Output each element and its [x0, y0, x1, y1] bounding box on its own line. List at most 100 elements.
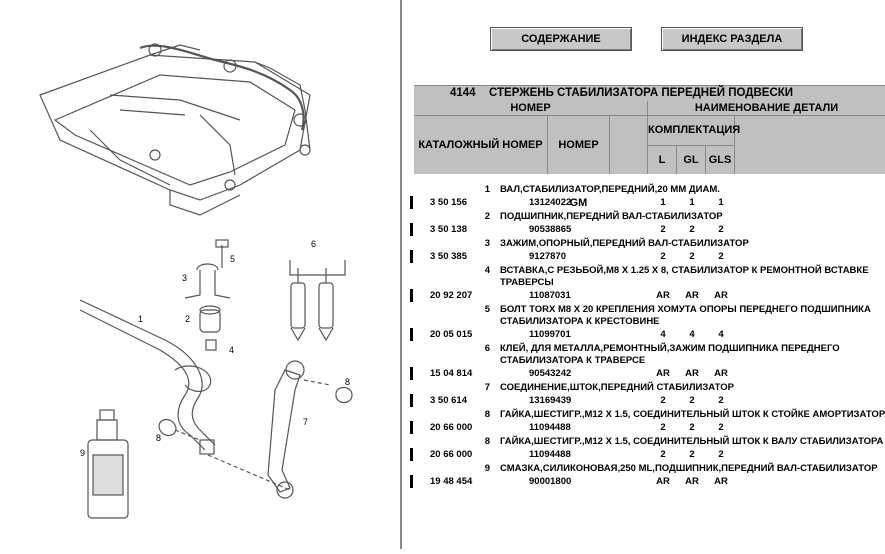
gm-number-header: НОМЕР GM [548, 116, 610, 209]
section-code: 4144 [450, 87, 476, 99]
catalog-number: 3 50 138 [430, 224, 467, 235]
blank-header [610, 116, 648, 174]
qty-gl: AR [685, 368, 699, 379]
catalog-number: 15 04 814 [430, 368, 473, 379]
qty-l: 2 [660, 422, 666, 433]
qty-gls: 2 [718, 224, 724, 235]
part-description: ВАЛ,СТАБИЛИЗАТОР,ПЕРЕДНИЙ,20 ММ ДИАМ. [500, 184, 720, 195]
qty-gls: 2 [718, 251, 724, 262]
item-number: 8 [484, 436, 490, 447]
number-group-header: НОМЕР [414, 101, 648, 115]
qty-gls: 2 [718, 449, 724, 460]
part-number-row[interactable]: 15 04 814 90543242 AR AR AR [410, 367, 885, 380]
catalog-number: 20 66 000 [430, 449, 473, 460]
svg-text:7: 7 [303, 417, 308, 427]
part-description-row: 4 ВСТАВКА,С РЕЗЬБОЙ,M8 X 1.25 X 8, СТАБИЛ… [410, 265, 885, 289]
svg-text:6: 6 [311, 239, 316, 249]
part-description: ГАЙКА,ШЕСТИГР.,M12 X 1.5, СОЕДИНИТЕЛЬНЫЙ… [500, 436, 884, 447]
part-description-row: 7 СОЕДИНЕНИЕ,ШТОК,ПЕРЕДНИЙ СТАБИЛИЗАТОР [410, 382, 885, 394]
row-marker [410, 421, 413, 434]
exploded-diagram: 1 2 3 4 5 6 7 8 8 9 [0, 0, 400, 549]
trim-l-header: L [648, 146, 677, 174]
qty-gls: 2 [718, 395, 724, 406]
row-marker [410, 475, 413, 488]
catalog-number: 3 50 614 [430, 395, 467, 406]
row-marker [410, 367, 413, 380]
catalog-number: 19 48 454 [430, 476, 473, 487]
row-marker [410, 448, 413, 461]
pane-divider [400, 0, 402, 549]
qty-l: AR [656, 290, 670, 301]
item-number: 1 [484, 184, 490, 195]
part-description-row: 6 КЛЕЙ, ДЛЯ МЕТАЛЛА,РЕМОНТНЫЙ,ЗАЖИМ ПОДШИ… [410, 343, 885, 367]
part-description: ВСТАВКА,С РЕЗЬБОЙ,M8 X 1.25 X 8, СТАБИЛИ… [500, 265, 869, 288]
item-number: 8 [484, 409, 490, 420]
row-marker [410, 250, 413, 263]
table-group-header: НОМЕР НАИМЕНОВАНИЕ ДЕТАЛИ [414, 101, 885, 116]
catalog-number: 3 50 156 [430, 197, 467, 208]
part-description: ПОДШИПНИК,ПЕРЕДНИЙ ВАЛ-СТАБИЛИЗАТОР [500, 211, 723, 222]
contents-button[interactable]: СОДЕРЖАНИЕ [490, 27, 632, 51]
qty-gls: AR [714, 290, 728, 301]
gm-number: 11087031 [529, 290, 571, 301]
part-description: КЛЕЙ, ДЛЯ МЕТАЛЛА,РЕМОНТНЫЙ,ЗАЖИМ ПОДШИП… [500, 343, 840, 366]
section-index-button[interactable]: ИНДЕКС РАЗДЕЛА [661, 27, 803, 51]
qty-gl: 1 [689, 197, 695, 208]
qty-l: AR [656, 368, 670, 379]
item-number: 4 [484, 265, 490, 276]
gm-number: 90543242 [529, 368, 572, 379]
qty-l: 2 [660, 395, 666, 406]
row-marker [410, 223, 413, 236]
part-description: СОЕДИНЕНИЕ,ШТОК,ПЕРЕДНИЙ СТАБИЛИЗАТОР [500, 382, 734, 393]
parts-illustration: 1 2 3 4 5 6 7 8 8 9 [39, 43, 353, 519]
catalog-number: 20 05 015 [430, 329, 473, 340]
section-title: СТЕРЖЕНЬ СТАБИЛИЗАТОРА ПЕРЕДНЕЙ ПОДВЕСКИ [489, 87, 794, 99]
row-marker [410, 196, 413, 209]
part-description-row: 8 ГАЙКА,ШЕСТИГР.,M12 X 1.5, СОЕДИНИТЕЛЬНЫ… [410, 409, 885, 421]
part-description: ГАЙКА,ШЕСТИГР.,M12 X 1.5, СОЕДИНИТЕЛЬНЫЙ… [500, 409, 885, 420]
part-description-row: 1 ВАЛ,СТАБИЛИЗАТОР,ПЕРЕДНИЙ,20 ММ ДИАМ. [410, 184, 885, 196]
qty-l: AR [656, 476, 670, 487]
section-title-bar: 4144 СТЕРЖЕНЬ СТАБИЛИЗАТОРА ПЕРЕДНЕЙ ПОД… [414, 85, 885, 102]
row-marker [410, 289, 413, 302]
item-number: 7 [484, 382, 490, 393]
svg-text:2: 2 [185, 314, 190, 324]
row-marker [410, 394, 413, 407]
qty-l: 2 [660, 449, 666, 460]
gm-number: 90001800 [529, 476, 572, 487]
qty-gl: 2 [689, 422, 695, 433]
qty-l: 2 [660, 224, 666, 235]
qty-gl: 2 [689, 449, 695, 460]
qty-gl: 2 [689, 251, 695, 262]
catalog-number: 20 92 207 [430, 290, 473, 301]
gm-number: 9127870 [529, 251, 566, 262]
completion-header: КОМПЛЕКТАЦИЯ L GL GLS [648, 116, 740, 174]
gm-number: 11099701 [529, 329, 571, 340]
trim-gl-header: GL [677, 146, 706, 174]
qty-gls: 4 [718, 329, 724, 340]
part-description-row: 8 ГАЙКА,ШЕСТИГР.,M12 X 1.5, СОЕДИНИТЕЛЬНЫ… [410, 436, 885, 448]
qty-gl: 2 [689, 224, 695, 235]
svg-text:8: 8 [156, 433, 161, 443]
qty-gl: 2 [689, 395, 695, 406]
qty-gl: AR [685, 476, 699, 487]
svg-text:8: 8 [345, 377, 350, 387]
item-number: 6 [484, 343, 490, 354]
svg-text:1: 1 [138, 314, 143, 324]
qty-gl: AR [685, 290, 699, 301]
gm-number: 11094488 [529, 422, 571, 433]
part-number-row[interactable]: 20 92 207 11087031 AR AR AR [410, 289, 885, 302]
catalog-number-header: КАТАЛОЖНЫЙ НОМЕР [414, 116, 548, 174]
qty-gls: AR [714, 368, 728, 379]
gm-number: 13124022 [529, 197, 572, 208]
